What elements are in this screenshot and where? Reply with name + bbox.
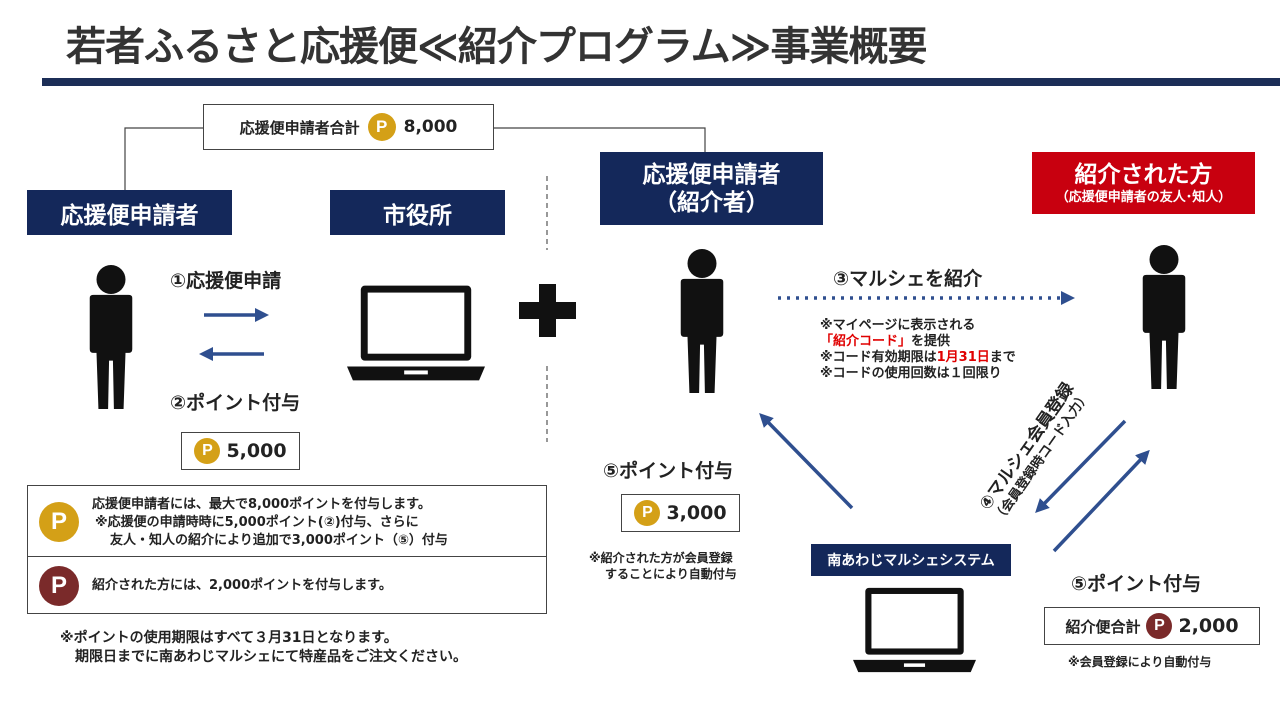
laptop-icon-system (853, 587, 976, 673)
arrow-step4 (1035, 419, 1127, 514)
gold-coin-icon: P (634, 500, 661, 526)
step3-note-1: ※マイページに表示される (820, 318, 976, 333)
badge-2000: 紹介便合計 P 2,000 (1044, 607, 1260, 645)
expiry-date-highlight: 1月31日 (936, 350, 990, 365)
badge-2000-value: 2,000 (1178, 615, 1239, 637)
person-icon-applicant (89, 264, 133, 409)
total-label: 応援便申請者合計 (239, 118, 360, 137)
arrow-system-to-referrer (759, 412, 854, 510)
referred-header: 紹介された方 （応援便申請者の友人･知人） (1032, 152, 1255, 214)
city-office-header: 市役所 (330, 190, 505, 235)
plus-v (539, 284, 556, 337)
step5-left-label: ⑤ポイント付与 (603, 460, 734, 482)
step3-note-2-rest: を提供 (911, 334, 951, 349)
referrer-header-line2: （紹介者） (654, 189, 769, 216)
referral-code-highlight: 「紹介コード」 (820, 334, 912, 349)
applicant-header: 応援便申請者 (27, 190, 232, 235)
footer-notes: ※ポイントの使用期限はすべて３月31日となります。 期限日までに南あわじマルシェ… (60, 629, 467, 667)
gold-coin-icon: P (39, 502, 79, 542)
legend-row-applicant-text: 応援便申請者には、最大で8,000ポイントを付与します。 ※応援便の申請時時に5… (92, 496, 448, 550)
step1-label: ①応援便申請 (170, 270, 282, 292)
person-icon-referred (1142, 244, 1186, 389)
badge-2000-label: 紹介便合計 (1065, 617, 1141, 636)
step3-note-3-post: まで (989, 350, 1016, 365)
total-connector-right (492, 127, 706, 152)
total-points-box: 応援便申請者合計 P 8,000 (203, 104, 494, 150)
brown-coin-icon: P (39, 566, 79, 606)
step5-right-note: ※会員登録により自動付与 (1068, 655, 1212, 669)
person-icon-referrer (680, 248, 724, 393)
step2-label: ②ポイント付与 (170, 392, 301, 414)
referred-header-line2: （応援便申請者の友人･知人） (1055, 189, 1232, 205)
step3-note-3-pre: ※コード有効期限は (820, 350, 937, 365)
legend-row1-line2: ※応援便の申請時時に5,000ポイント(②)付与、さらに (95, 515, 419, 530)
legend-row1-line1: 応援便申請者には、最大で8,000ポイントを付与します。 (92, 497, 431, 512)
step3-note-3: ※コード有効期限は1月31日まで (820, 350, 1016, 366)
step5-left-note: ※紹介された方が会員登録 することにより自動付与 (589, 550, 737, 582)
total-connector-left (124, 127, 203, 190)
gold-coin-icon: P (367, 113, 396, 141)
footer-line2: 期限日までに南あわじマルシェにて特産品をご注文ください。 (75, 649, 467, 665)
legend-row-referred: P 紹介された方には、2,000ポイントを付与します。 (28, 557, 546, 613)
legend-row1-line3: 友人・知人の紹介により追加で3,000ポイント（⑤）付与 (110, 533, 448, 548)
step3-note-2: 「紹介コード」を提供 (820, 334, 1016, 350)
referred-header-line1: 紹介された方 (1074, 161, 1213, 188)
footer-line1: ※ポイントの使用期限はすべて３月31日となります。 (60, 630, 398, 646)
step5-right-label: ⑤ポイント付与 (1071, 573, 1202, 595)
points-legend: P 応援便申請者には、最大で8,000ポイントを付与します。 ※応援便の申請時時… (27, 485, 547, 614)
badge-5000-value: 5,000 (226, 440, 287, 462)
brown-coin-icon: P (1146, 613, 1173, 639)
badge-3000: P 3,000 (621, 494, 740, 532)
title-underline (42, 78, 1280, 86)
step3-note-4: ※コードの使用回数は１回限り (820, 366, 1002, 381)
referrer-header-line1: 応援便申請者 (642, 161, 781, 188)
legend-row-referred-text: 紹介された方には、2,000ポイントを付与します。 (92, 578, 392, 593)
badge-3000-value: 3,000 (666, 502, 727, 524)
laptop-icon-city (347, 285, 485, 381)
step5-left-note-line2: することにより自動付与 (605, 567, 737, 581)
badge-5000: P 5,000 (181, 432, 300, 470)
page-title: 若者ふるさと応援便≪紹介プログラム≫事業概要 (66, 24, 928, 70)
legend-row-applicant: P 応援便申請者には、最大で8,000ポイントを付与します。 ※応援便の申請時時… (28, 486, 546, 557)
step5-left-note-line1: ※紹介された方が会員登録 (589, 551, 733, 565)
gold-coin-icon: P (194, 438, 221, 464)
arrow-step5-right (1052, 449, 1150, 553)
step3-label: ③マルシェを紹介 (833, 268, 983, 290)
referrer-header: 応援便申請者 （紹介者） (600, 152, 823, 225)
system-header: 南あわじマルシェシステム (811, 544, 1011, 576)
total-points-value: 8,000 (403, 117, 458, 137)
step3-notes: ※マイページに表示される 「紹介コード」を提供 ※コード有効期限は1月31日まで… (820, 318, 1016, 382)
